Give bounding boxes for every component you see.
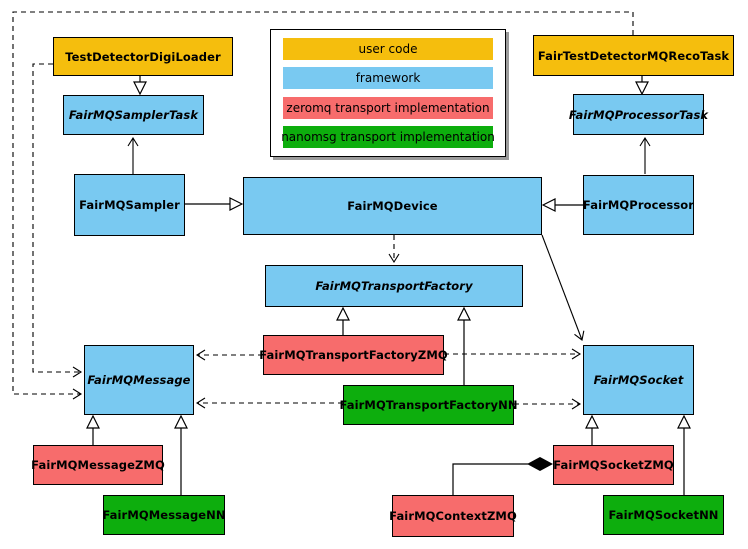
node-fair-test-detector-mq-reco-task: FairTestDetectorMQRecoTask (533, 35, 734, 76)
node-fairmq-sampler: FairMQSampler (74, 174, 185, 236)
node-fairmq-sampler-task: FairMQSamplerTask (63, 95, 204, 135)
edge-digiloader-message (32, 63, 83, 378)
node-fairmq-message-zmq: FairMQMessageZMQ (31, 445, 165, 485)
legend-item-zeromq: zeromq transport implementation (283, 96, 493, 119)
edge-recotask-message (12, 11, 634, 400)
node-test-detector-digi-loader: TestDetectorDigiLoader (53, 37, 233, 76)
node-fairmq-processor-task: FairMQProcessorTask (569, 94, 708, 135)
composition-diamond (527, 457, 553, 471)
node-fairmq-socket-nn: FairMQSocketNN (603, 495, 724, 535)
edge-socketzmq-contextzmq (452, 463, 528, 495)
node-fairmq-transport-factory-zmq: FairMQTransportFactoryZMQ (259, 335, 448, 375)
legend-item-user-code: user code (283, 37, 493, 60)
node-fairmq-message: FairMQMessage (84, 345, 194, 415)
node-fairmq-transport-factory: FairMQTransportFactory (265, 265, 523, 307)
legend-item-nanomsg: nanomsg transport implementation (281, 126, 495, 149)
node-fairmq-processor: FairMQProcessor (583, 175, 694, 235)
node-fairmq-context-zmq: FairMQContextZMQ (389, 495, 517, 537)
node-fairmq-socket-zmq: FairMQSocketZMQ (553, 445, 674, 485)
node-fairmq-socket: FairMQSocket (583, 345, 694, 415)
node-fairmq-message-nn: FairMQMessageNN (102, 495, 226, 535)
legend-item-framework: framework (283, 67, 493, 90)
node-fairmq-device: FairMQDevice (243, 177, 542, 235)
legend: user code framework zeromq transport imp… (270, 29, 506, 157)
node-fairmq-transport-factory-nn: FairMQTransportFactoryNN (339, 385, 517, 425)
edge-device-socket (541, 234, 585, 341)
